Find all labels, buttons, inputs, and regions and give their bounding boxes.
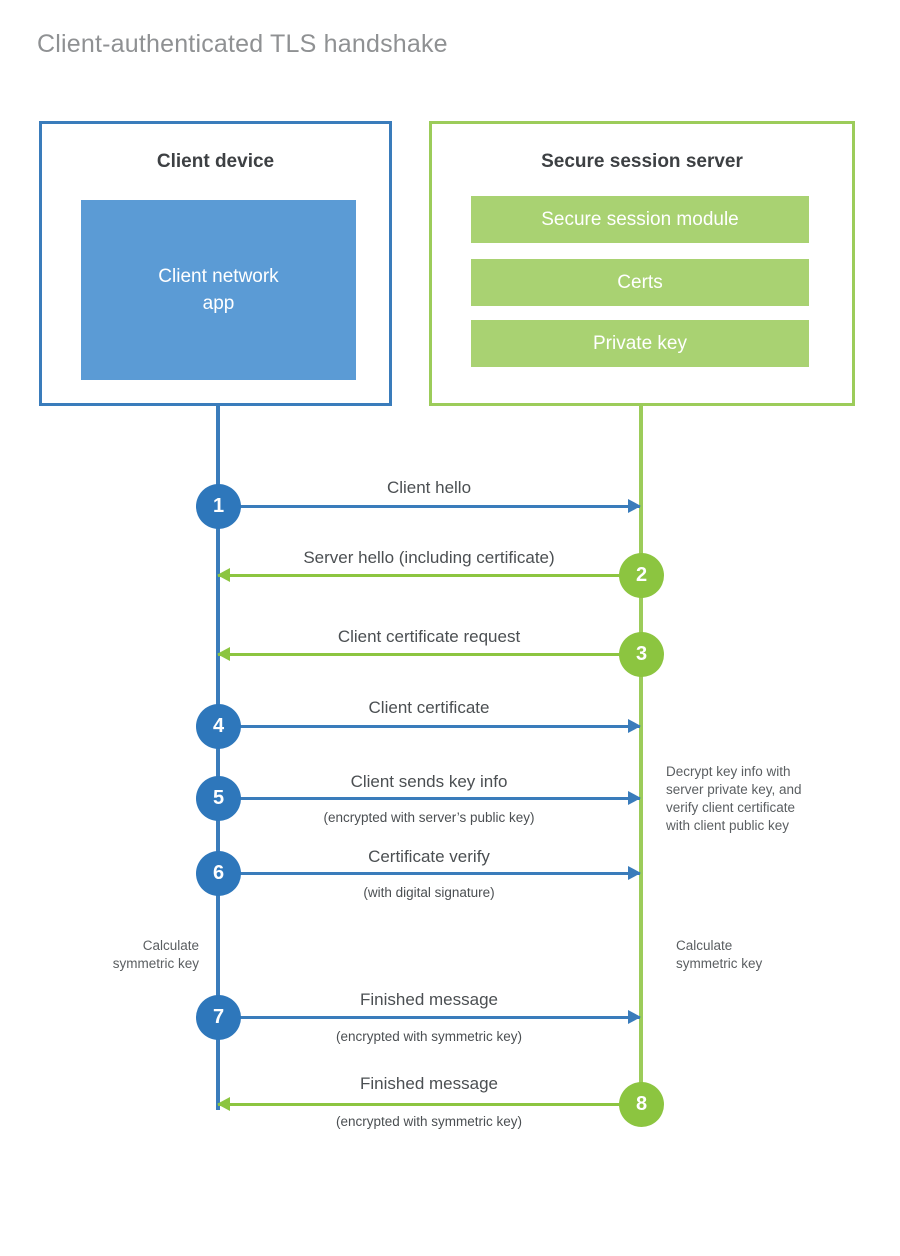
step-7-arrow: [218, 1010, 641, 1024]
step-2-label: Server hello (including certificate): [303, 548, 555, 567]
step-number: 8: [635, 1093, 648, 1115]
step-4-arrow: [218, 719, 641, 733]
step-7-label: Finished message: [360, 990, 498, 1009]
server-component-secure-session-module: Secure session module: [471, 196, 809, 243]
secure-session-server-title: Secure session server: [541, 151, 743, 172]
step-1-label: Client hello: [386, 478, 472, 497]
step-number: 6: [212, 862, 225, 884]
arrow-head-icon: [628, 499, 641, 513]
step-3-label: Client certificate request: [337, 627, 521, 646]
arrow-head-icon: [628, 866, 641, 880]
step-number: 7: [212, 1006, 225, 1028]
step-6-sublabel: (with digital signature): [363, 885, 495, 900]
client-network-app-label: Client network app: [158, 266, 279, 314]
step-1-arrow: [218, 499, 641, 513]
server-lifeline: [639, 405, 643, 1105]
step-4-circle[interactable]: 4: [196, 704, 241, 749]
server-component-private-key: Private key: [471, 320, 809, 367]
step-2-circle[interactable]: 2: [619, 553, 664, 598]
server-component-certs: Certs: [471, 259, 809, 306]
step-5-arrow: [218, 791, 641, 805]
step-7-circle[interactable]: 7: [196, 995, 241, 1040]
secure-session-server-box: Secure session server Secure session mod…: [429, 121, 855, 406]
step-8-sublabel: (encrypted with symmetric key): [335, 1114, 523, 1129]
arrow-head-icon: [217, 1097, 230, 1111]
server-decrypt-verify-note: Decrypt key info with server private key…: [666, 764, 802, 833]
page-title: Client-authenticated TLS handshake: [37, 30, 448, 58]
server-component-label: Certs: [617, 271, 663, 293]
step-number: 1: [212, 495, 225, 517]
arrow-head-icon: [217, 568, 230, 582]
step-2-arrow: [217, 568, 640, 582]
client-device-title: Client device: [156, 151, 275, 172]
step-number: 3: [635, 643, 648, 665]
step-8-circle[interactable]: 8: [619, 1082, 664, 1127]
client-calculate-symmetric-key-note: Calculate symmetric key: [112, 938, 199, 971]
server-calculate-symmetric-key-note: Calculate symmetric key: [676, 938, 763, 971]
step-8-arrow: [217, 1097, 640, 1111]
step-5-sublabel: (encrypted with server’s public key): [323, 810, 535, 825]
arrow-head-icon: [628, 1010, 641, 1024]
client-network-app-block: Client network app: [81, 200, 356, 380]
step-number: 5: [212, 787, 225, 809]
step-4-label: Client certificate: [368, 698, 490, 717]
arrow-head-icon: [628, 791, 641, 805]
arrow-head-icon: [217, 647, 230, 661]
step-6-arrow: [218, 866, 641, 880]
step-number: 4: [212, 715, 225, 737]
server-component-label: Secure session module: [541, 208, 739, 230]
arrow-head-icon: [628, 719, 641, 733]
step-6-circle[interactable]: 6: [196, 851, 241, 896]
step-5-circle[interactable]: 5: [196, 776, 241, 821]
step-1-circle[interactable]: 1: [196, 484, 241, 529]
server-component-label: Private key: [593, 332, 687, 354]
step-number: 2: [635, 564, 648, 586]
step-5-label: Client sends key info: [350, 772, 508, 791]
step-7-sublabel: (encrypted with symmetric key): [335, 1029, 523, 1044]
step-8-label: Finished message: [360, 1074, 498, 1093]
step-6-label: Certificate verify: [368, 847, 490, 866]
client-device-box: Client device Client network app: [39, 121, 392, 406]
client-lifeline: [216, 405, 220, 1110]
step-3-arrow: [217, 647, 640, 661]
step-3-circle[interactable]: 3: [619, 632, 664, 677]
